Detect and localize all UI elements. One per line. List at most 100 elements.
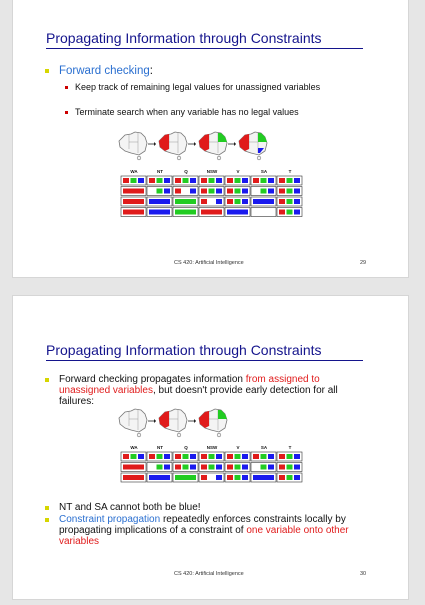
domain-value-g — [286, 209, 293, 215]
state-wa-red — [199, 134, 209, 151]
var-label-wa: WA — [130, 445, 138, 450]
state-q-green — [258, 133, 267, 142]
sub-bullet-terminate: Terminate search when any variable has n… — [75, 107, 299, 117]
domain-value-b — [294, 178, 300, 183]
domain-value-r — [201, 178, 207, 183]
domain-value-r — [201, 464, 207, 470]
domain-value-b — [190, 188, 196, 194]
var-label-t: T — [289, 445, 292, 450]
domain-value-g — [182, 464, 189, 470]
australia-map — [158, 131, 196, 161]
domain-value-g — [208, 178, 215, 183]
domain-value-b — [242, 454, 248, 459]
domain-value-g — [208, 464, 215, 470]
australia-map-sequence — [118, 408, 228, 438]
domain-value-r — [175, 188, 181, 194]
footer-course: CS 420: Artificial Intelligence — [174, 571, 244, 577]
var-label-v: V — [236, 445, 239, 450]
domain-value-g — [234, 188, 241, 194]
domain-value-g — [130, 454, 137, 459]
var-label-wa: WA — [130, 169, 138, 174]
domain-value-b — [242, 199, 248, 204]
domain-value-b — [294, 199, 300, 204]
domain-value-b — [190, 464, 196, 470]
domain-value-b — [268, 454, 274, 459]
domain-value-b — [216, 178, 222, 183]
domain-value-g — [182, 454, 189, 459]
sub-bullet-marker — [65, 111, 68, 114]
domain-value-b — [138, 178, 144, 183]
domain-value-b — [242, 464, 248, 470]
title-underline — [46, 48, 363, 49]
bullet-marker — [45, 518, 49, 522]
var-label-sa: SA — [261, 445, 268, 450]
domain-value-b — [268, 188, 274, 194]
var-label-q: Q — [184, 445, 188, 450]
domain-value-b — [164, 178, 170, 183]
domain-value-r — [279, 188, 285, 194]
domain-value-b — [294, 188, 300, 194]
sub-bullet-track-values: Keep track of remaining legal values for… — [75, 82, 321, 92]
state-q-green — [218, 133, 227, 142]
state-wa-red — [159, 411, 169, 428]
slide-29: Propagating Information through Constrai… — [12, 0, 409, 278]
domain-value-g — [234, 475, 241, 480]
term-forward-checking: Forward checking — [59, 65, 150, 77]
domain-value-g — [286, 454, 293, 459]
domain-value-b — [149, 199, 170, 204]
australia-map — [118, 408, 156, 438]
domain-value-g — [286, 464, 293, 470]
var-label-sa: SA — [261, 169, 268, 174]
domain-value-b — [268, 464, 274, 470]
domain-cell — [250, 207, 277, 217]
domain-value-r — [201, 199, 207, 204]
state-wa-red — [159, 134, 169, 151]
domain-value-b — [242, 475, 248, 480]
domain-value-g — [156, 188, 163, 194]
domain-value-r — [123, 188, 144, 194]
domain-value-r — [201, 475, 207, 480]
domain-value-g — [260, 178, 267, 183]
state-wa-red — [239, 134, 249, 151]
domain-value-g — [286, 475, 293, 480]
domain-value-b — [216, 454, 222, 459]
var-label-nsw: NSW — [207, 445, 218, 450]
domain-value-b — [138, 454, 144, 459]
bullet-nt-sa: NT and SA cannot both be blue! — [59, 502, 201, 513]
domain-value-g — [260, 188, 267, 194]
domain-value-r — [227, 475, 233, 480]
slide-title: Propagating Information through Constrai… — [46, 342, 322, 358]
bullet-marker — [45, 378, 49, 382]
domain-value-g — [260, 464, 267, 470]
domain-value-g — [286, 188, 293, 194]
var-label-v: V — [236, 169, 239, 174]
var-label-nsw: NSW — [207, 169, 218, 174]
domain-value-b — [294, 454, 300, 459]
bullet-marker — [45, 506, 49, 510]
domain-value-r — [123, 454, 129, 459]
domain-value-g — [175, 209, 196, 215]
domain-cell — [198, 472, 225, 483]
bullet-forward-checking: Forward checking: — [59, 65, 153, 77]
title-underline — [46, 360, 363, 361]
australia-map — [118, 131, 156, 161]
domain-value-r — [123, 178, 129, 183]
state-wa-red — [199, 411, 209, 428]
slide-title: Propagating Information through Constrai… — [46, 30, 322, 46]
domain-value-b — [242, 178, 248, 183]
domain-value-b — [216, 199, 222, 204]
domain-value-r — [227, 178, 233, 183]
domain-value-g — [130, 178, 137, 183]
domain-value-b — [216, 188, 222, 194]
bullet-forward-checking-propagates: Forward checking propagates information … — [59, 374, 338, 407]
domain-value-b — [294, 464, 300, 470]
domain-value-b — [253, 475, 274, 480]
domain-value-g — [156, 178, 163, 183]
domain-value-g — [286, 199, 293, 204]
domain-value-r — [227, 454, 233, 459]
domain-value-g — [182, 178, 189, 183]
domain-value-r — [227, 464, 233, 470]
bullet-marker — [45, 69, 49, 73]
